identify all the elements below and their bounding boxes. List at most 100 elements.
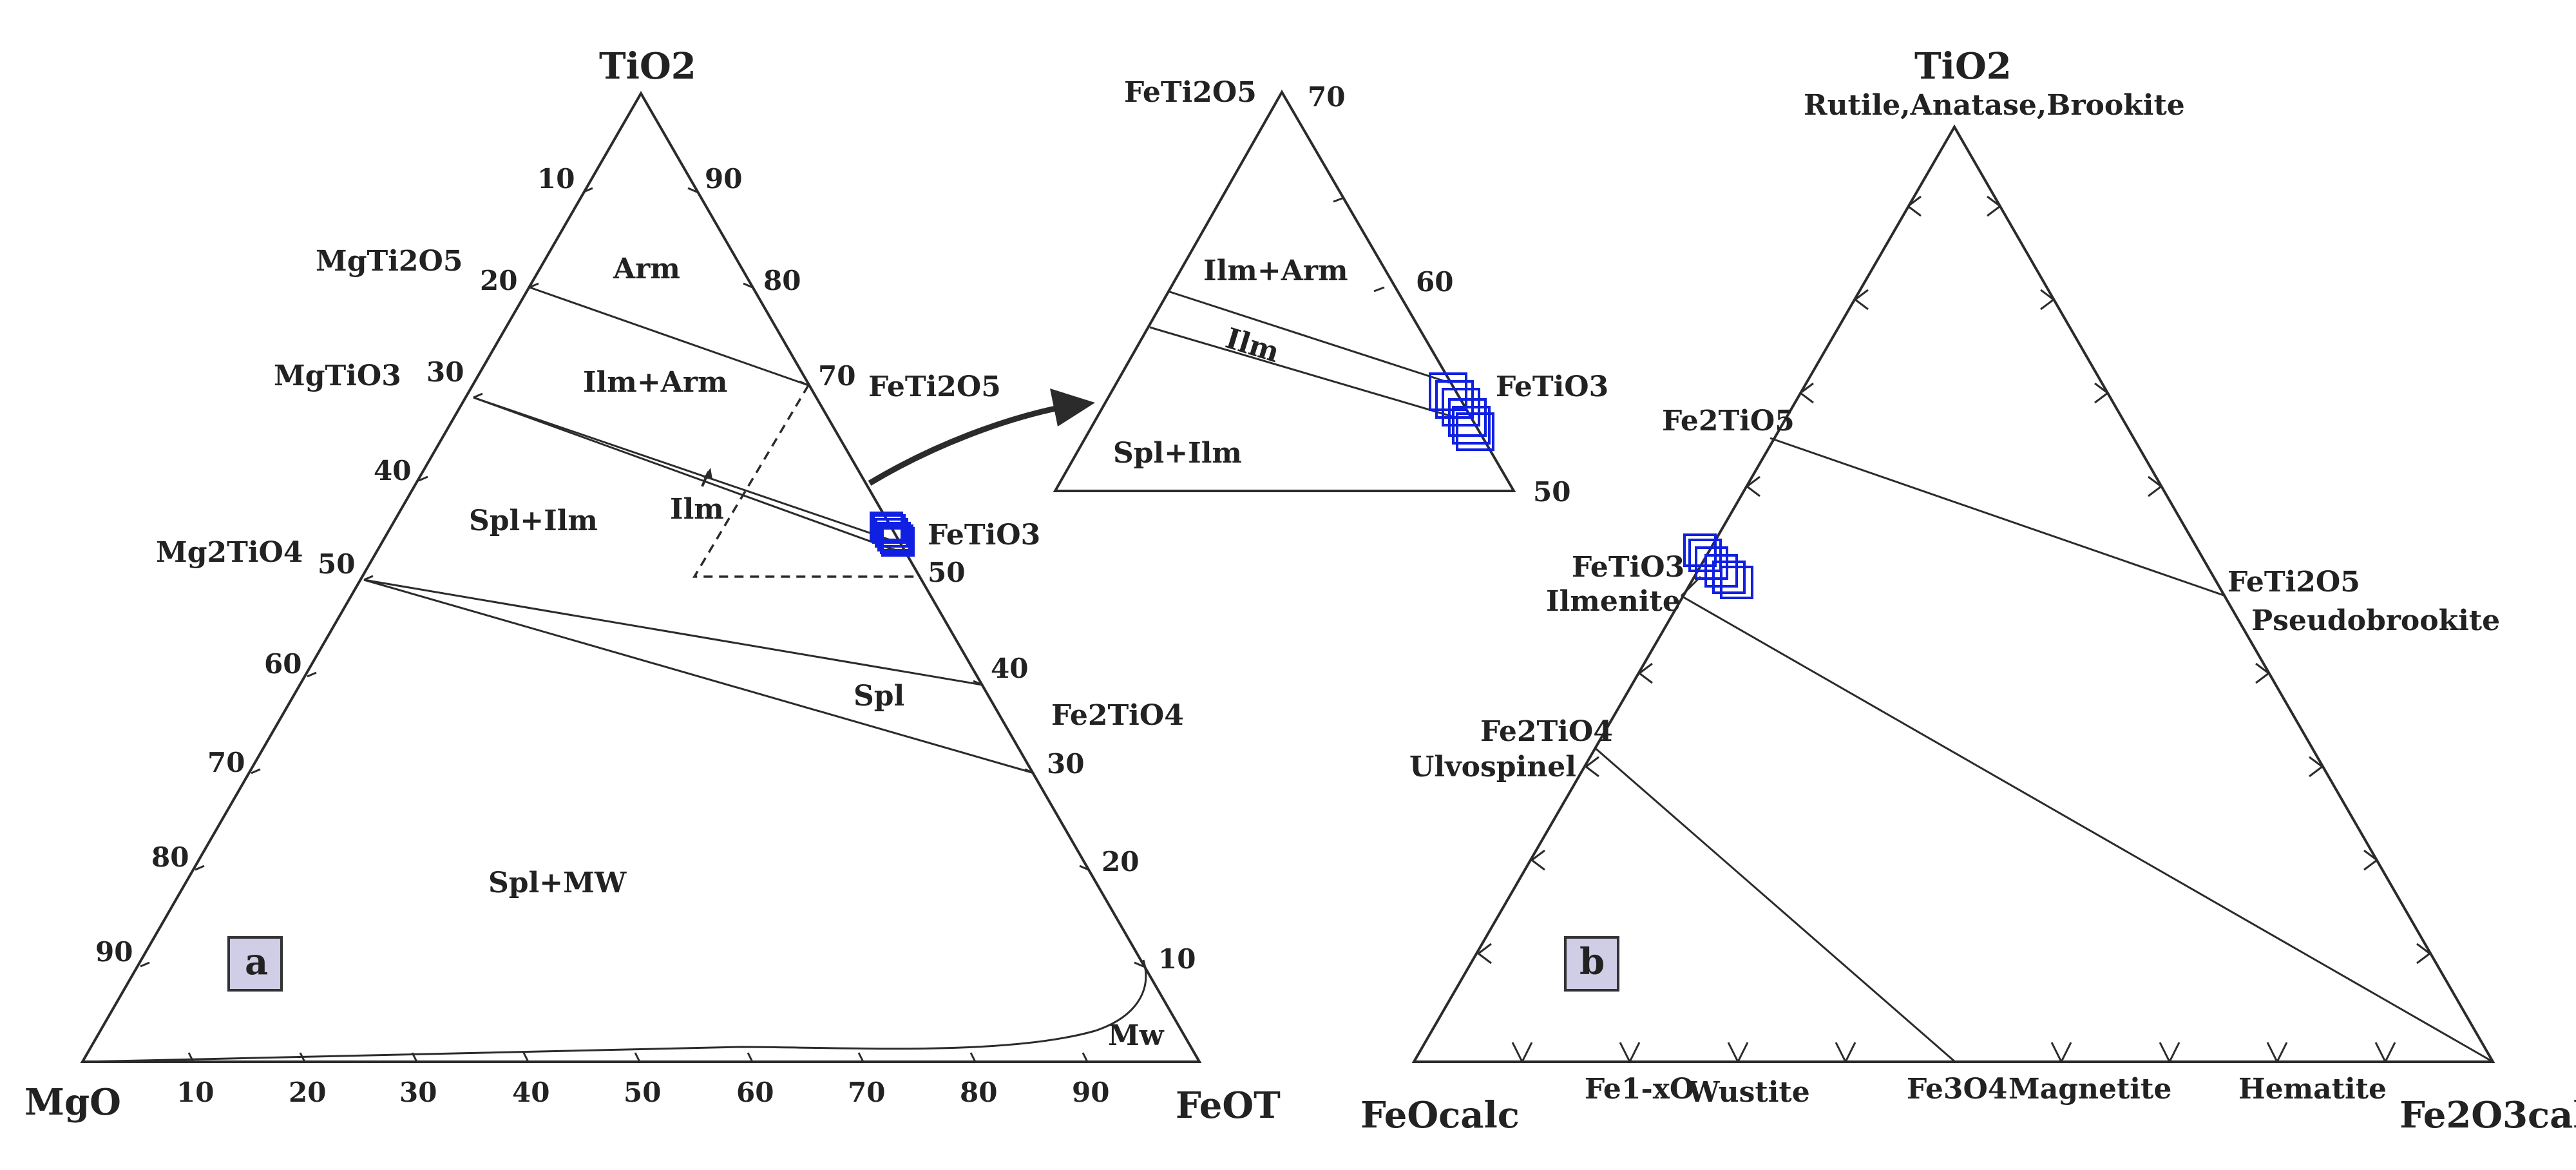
tie-line-fe2tio5-feti2o5 [1770, 437, 2226, 597]
panel-a-badge [227, 936, 283, 992]
ilm-arrow-head [703, 468, 712, 479]
bottom-tick: 70 [848, 1077, 885, 1108]
tie-line-mgtio3-fetio3-lower [473, 396, 895, 542]
apex-mgo-label: MgO [24, 1081, 121, 1124]
field-ilm: Ilm [670, 493, 724, 526]
panel-a-triangle [80, 90, 1202, 1063]
field-ilm-arm: Ilm+Arm [583, 366, 728, 399]
panel-b-fetio3-markers [1683, 533, 1753, 599]
panel-b-badge [1564, 936, 1619, 992]
bottom-tick: 60 [736, 1077, 774, 1108]
bottom-tick: 10 [177, 1077, 214, 1108]
sample-marker [1683, 533, 1717, 567]
apex-tio2-label: TiO2 [599, 45, 696, 88]
panel-b-tick-marks [1478, 195, 2430, 1062]
sample-marker [875, 518, 908, 548]
feti2o5-label: FeTi2O5 [868, 370, 1001, 403]
sample-marker [1452, 406, 1491, 445]
zoom-region-outline [692, 385, 915, 578]
panel-a-tick-marks [140, 187, 1144, 1062]
left-tick: 60 [264, 648, 301, 680]
right-tick: 20 [1102, 846, 1139, 877]
inset-tick-70: 70 [1308, 81, 1345, 113]
inset-tick-marks [1333, 197, 1385, 292]
bottom-tick: 40 [512, 1077, 549, 1108]
bottom-tick: 80 [960, 1077, 997, 1108]
panel-b-apex-feo-label: FeOcalc [1360, 1094, 1520, 1136]
left-tick: 20 [480, 265, 517, 296]
bottom-tick: 30 [399, 1077, 437, 1108]
inset-field-spl-ilm: Spl+Ilm [1113, 437, 1242, 470]
right-tick: 40 [991, 653, 1028, 684]
pseudobrookite-label: Pseudobrookite [2251, 604, 2500, 637]
right-tick: 10 [1158, 943, 1196, 975]
left-tick: 70 [207, 747, 245, 778]
fetio3-label: FeTiO3 [928, 519, 1040, 551]
magnetite-formula-label: Fe3O4 [1907, 1073, 2007, 1106]
panel-b-badge-label: b [1579, 941, 1605, 983]
fetio3-label: FeTiO3 [1572, 551, 1684, 584]
feti2o5-label: FeTi2O5 [2228, 566, 2360, 599]
left-tick: 50 [318, 548, 355, 580]
panel-b: TiO2 Rutile,Anatase,Brookite FeOcalc Fe2… [1360, 45, 2576, 1136]
ilmenite-label: Ilmenite [1546, 585, 1681, 618]
panel-a: TiO2 MgO FeOT MgTi2O5 MgTiO3 Mg2TiO4 FeT… [24, 45, 1281, 1127]
sample-marker [1456, 412, 1494, 451]
bottom-tick: 20 [289, 1077, 326, 1108]
panel-a-fetio3-markers [870, 512, 915, 557]
inset-field-ilm-arm: Ilm+Arm [1203, 254, 1348, 287]
field-spl-mw: Spl+MW [488, 867, 627, 899]
hematite-label: Hematite [2238, 1073, 2387, 1106]
right-tick: 30 [1047, 748, 1084, 780]
mw-boundary-curve [82, 959, 1147, 1063]
panel-b-apex-fe2o3-label: Fe2O3calc [2399, 1094, 2576, 1136]
fe2tio4-label: Fe2TiO4 [1480, 715, 1613, 748]
wustite-formula-label: Fe1-xO [1585, 1073, 1694, 1106]
left-tick: 40 [374, 455, 411, 486]
sample-marker [877, 522, 911, 551]
left-tick: 10 [537, 163, 575, 195]
tie-line-mg2tio4-fe2tio4-lower [363, 579, 1035, 774]
panel-b-rutile-label: Rutile,Anatase,Brookite [1804, 89, 2185, 122]
ulvospinel-label: Ulvospinel [1409, 751, 1576, 783]
inset-tick-60: 60 [1416, 266, 1453, 298]
zoom-arrow-head [1050, 388, 1095, 427]
bottom-tick: 90 [1072, 1077, 1109, 1108]
sample-marker [881, 527, 915, 557]
mgtio3-label: MgTiO3 [274, 360, 401, 392]
panel-b-apex-tio2-label: TiO2 [1914, 45, 2012, 88]
magnetite-label: Magnetite [2008, 1073, 2171, 1106]
bottom-tick: 50 [624, 1077, 661, 1108]
sample-marker [1448, 398, 1487, 437]
mgti2o5-label: MgTi2O5 [316, 245, 463, 278]
tie-line-mg2tio4-fe2tio4-upper [363, 579, 983, 686]
inset-fetio3-label: FeTiO3 [1496, 370, 1608, 403]
field-spl-ilm: Spl+Ilm [469, 504, 598, 537]
right-tick: 50 [928, 557, 965, 588]
fe2tio4-label: Fe2TiO4 [1051, 699, 1184, 732]
field-spl: Spl [854, 680, 904, 713]
tie-line-ulvospinel-magnetite [1594, 746, 1956, 1063]
tie-line-ilmenite-hematite [1681, 595, 2494, 1063]
inset-field-ilm: Ilm [1222, 322, 1283, 369]
field-mw: Mw [1108, 1019, 1165, 1052]
tie-line-mgti2o5-feti2o5 [529, 286, 809, 387]
inset-feti2o5-label: FeTi2O5 [1124, 76, 1257, 109]
field-arm: Arm [613, 253, 680, 285]
inset-fetio3-markers [1429, 372, 1494, 451]
panel-a-badge-label: a [245, 941, 268, 983]
right-tick: 80 [763, 265, 801, 296]
inset-panel: FeTi2O5 70 60 50 Ilm+Arm Ilm Spl+Ilm FeT… [1053, 76, 1608, 508]
mg2tio4-label: Mg2TiO4 [156, 536, 303, 569]
inset-tick-50: 50 [1533, 476, 1570, 508]
tie-line-mgtio3-fetio3-upper [473, 396, 902, 554]
apex-feot-label: FeOT [1176, 1084, 1281, 1127]
left-tick: 30 [426, 356, 464, 388]
right-tick: 90 [705, 163, 742, 195]
right-tick: 70 [818, 360, 855, 392]
left-tick: 80 [151, 841, 189, 873]
inset-tie-line-upper [1167, 290, 1450, 384]
inset-tie-line-lower [1149, 326, 1456, 419]
